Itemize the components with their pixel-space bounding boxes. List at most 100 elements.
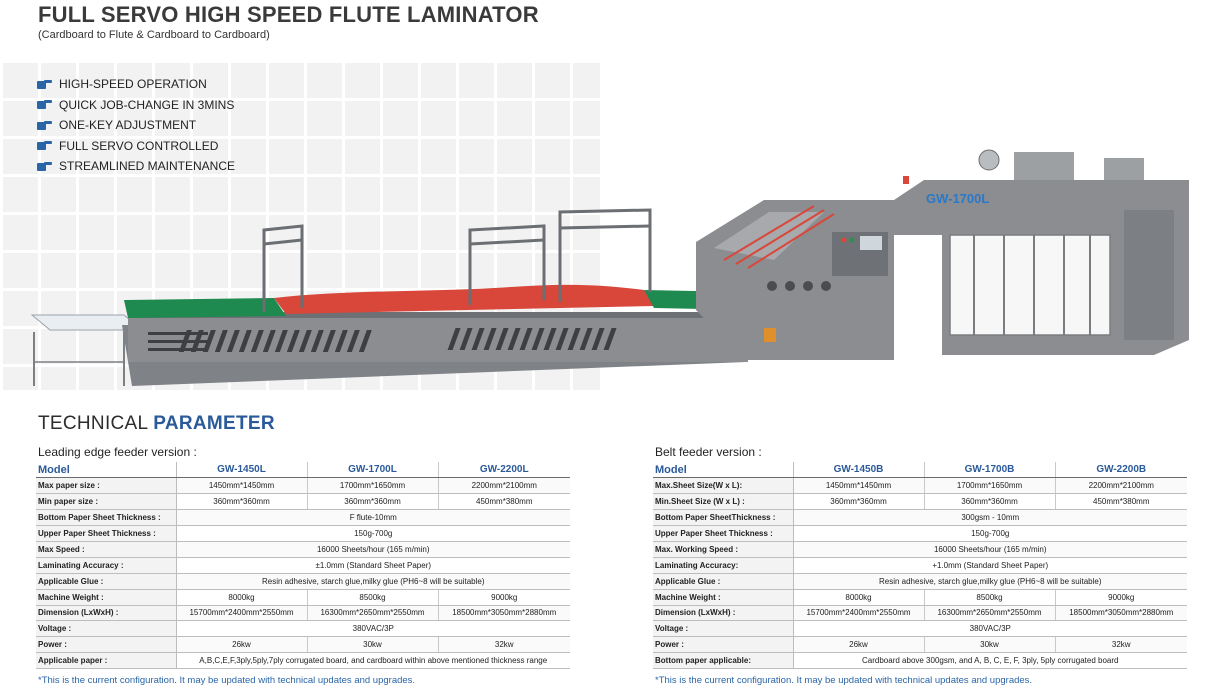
leading-note: *This is the current configuration. It m…: [38, 675, 416, 686]
feature-label: FULL SERVO CONTROLLED: [59, 138, 219, 153]
feature-item: HIGH-SPEED OPERATION: [37, 74, 235, 95]
model-name-cell: GW-2200B: [1055, 462, 1187, 479]
row-value: 30kw: [924, 636, 1056, 654]
row-value: F flute-10mm: [176, 509, 570, 527]
row-label: Max paper size :: [36, 477, 177, 495]
belt-note: *This is the current configuration. It m…: [655, 675, 1033, 686]
conveyor-body: [122, 312, 748, 386]
row-label: Dimension (LxWxH) :: [653, 605, 794, 622]
feature-label: ONE-KEY ADJUSTMENT: [59, 118, 197, 133]
table-row: Voltage :380VAC/3P: [653, 620, 1187, 638]
title-light: TECHNICAL: [38, 413, 154, 434]
row-value: 30kw: [307, 636, 439, 654]
table-row: Bottom Paper SheetThickness :300gsm - 10…: [653, 509, 1187, 527]
feature-list: HIGH-SPEED OPERATION QUICK JOB-CHANGE IN…: [37, 74, 235, 177]
row-value: 8500kg: [307, 589, 439, 606]
table-row: Applicable Glue :Resin adhesive, starch …: [36, 573, 570, 590]
model-plate-label: GW-1700L: [926, 191, 989, 206]
red-paper-stack: [274, 284, 654, 314]
row-value: 360mm*360mm: [793, 493, 925, 511]
table-row: Bottom paper applicable:Cardboard above …: [653, 652, 1187, 670]
row-label: Applicable Glue :: [653, 573, 794, 590]
row-value: ±1.0mm (Standard Sheet Paper): [176, 557, 570, 574]
table-row: Dimension (LxWxH) :15700mm*2400mm*2550mm…: [36, 605, 570, 622]
row-value: 9000kg: [1055, 589, 1187, 606]
row-value: Resin adhesive, starch glue,milky glue (…: [793, 573, 1187, 590]
row-label: Bottom paper applicable:: [653, 652, 794, 670]
row-label: Bottom Paper SheetThickness :: [653, 509, 794, 527]
model-header-cell: Model: [653, 462, 794, 479]
laminating-unit: [696, 200, 894, 360]
row-value: 16000 Sheets/hour (165 m/min): [793, 541, 1187, 558]
row-label: Max. Working Speed :: [653, 541, 794, 558]
pointing-hand-icon: [37, 140, 52, 151]
row-value: 1700mm*1650mm: [307, 477, 439, 495]
feature-label: STREAMLINED MAINTENANCE: [59, 159, 236, 174]
table-row: Dimension (LxWxH) :15700mm*2400mm*2550mm…: [653, 605, 1187, 622]
table-row: Upper Paper Sheet Thickness :150g-700g: [653, 525, 1187, 542]
row-value: 360mm*360mm: [307, 493, 439, 511]
table-row: Laminating Accuracy :±1.0mm (Standard Sh…: [36, 557, 570, 574]
row-label: Voltage :: [36, 620, 177, 638]
row-label: Laminating Accuracy :: [36, 557, 177, 574]
feeding-table: [30, 314, 144, 386]
laminator-machine-image: GW-1700L: [30, 149, 1189, 386]
row-label: Min.Sheet Size (W x L) :: [653, 493, 794, 511]
row-value: 18500mm*3050mm*2880mm: [438, 605, 570, 622]
table-row: Laminating Accuracy:+1.0mm (Standard She…: [653, 557, 1187, 574]
row-value: Resin adhesive, starch glue,milky glue (…: [176, 573, 570, 590]
feature-label: QUICK JOB-CHANGE IN 3MINS: [59, 97, 235, 112]
pointing-hand-icon: [37, 99, 52, 110]
row-value: 1450mm*1450mm: [176, 477, 308, 495]
delivery-unit: GW-1700L: [894, 149, 1189, 355]
row-value: 16300mm*2650mm*2550mm: [924, 605, 1056, 622]
row-label: Min paper size :: [36, 493, 177, 511]
table-row: Applicable Glue :Resin adhesive, starch …: [653, 573, 1187, 590]
page-subtitle: (Cardboard to Flute & Cardboard to Cardb…: [38, 29, 270, 41]
title-bold: PARAMETER: [153, 413, 275, 434]
pointing-hand-icon: [37, 79, 52, 90]
row-label: Upper Paper Sheet Thickness :: [36, 525, 177, 542]
row-label: Machine Weight :: [653, 589, 794, 606]
green-belt: [124, 298, 286, 318]
model-name-cell: GW-1450B: [793, 462, 925, 479]
row-value: 300gsm - 10mm: [793, 509, 1187, 527]
row-value: 8500kg: [924, 589, 1056, 606]
row-value: 8000kg: [176, 589, 308, 606]
row-value: 1700mm*1650mm: [924, 477, 1056, 495]
row-value: 8000kg: [793, 589, 925, 606]
row-value: A,B,C,E,F,3ply,5ply,7ply corrugated boar…: [176, 652, 570, 670]
table-row: Applicable paper :A,B,C,E,F,3ply,5ply,7p…: [36, 652, 570, 670]
row-label: Applicable paper :: [36, 652, 177, 670]
row-label: Upper Paper Sheet Thickness :: [653, 525, 794, 542]
model-name-cell: GW-2200L: [438, 462, 570, 479]
row-value: Cardboard above 300gsm, and A, B, C, E, …: [793, 652, 1187, 670]
table-row: Upper Paper Sheet Thickness :150g-700g: [36, 525, 570, 542]
pointing-hand-icon: [37, 161, 52, 172]
row-value: 9000kg: [438, 589, 570, 606]
row-value: 16300mm*2650mm*2550mm: [307, 605, 439, 622]
row-label: Machine Weight :: [36, 589, 177, 606]
row-label: Power :: [36, 636, 177, 654]
feature-item: ONE-KEY ADJUSTMENT: [37, 115, 235, 136]
row-value: 150g-700g: [793, 525, 1187, 542]
row-value: 32kw: [438, 636, 570, 654]
row-label: Dimension (LxWxH) :: [36, 605, 177, 622]
row-label: Laminating Accuracy:: [653, 557, 794, 574]
row-value: 380VAC/3P: [176, 620, 570, 638]
page-title: FULL SERVO HIGH SPEED FLUTE LAMINATOR: [38, 2, 539, 27]
feature-item: FULL SERVO CONTROLLED: [37, 136, 235, 157]
technical-parameter-title: TECHNICAL PARAMETER: [38, 413, 275, 435]
stack-frames: [262, 208, 652, 312]
row-value: 360mm*360mm: [924, 493, 1056, 511]
pointing-hand-icon: [37, 120, 52, 131]
table-row: Voltage :380VAC/3P: [36, 620, 570, 638]
row-value: 380VAC/3P: [793, 620, 1187, 638]
